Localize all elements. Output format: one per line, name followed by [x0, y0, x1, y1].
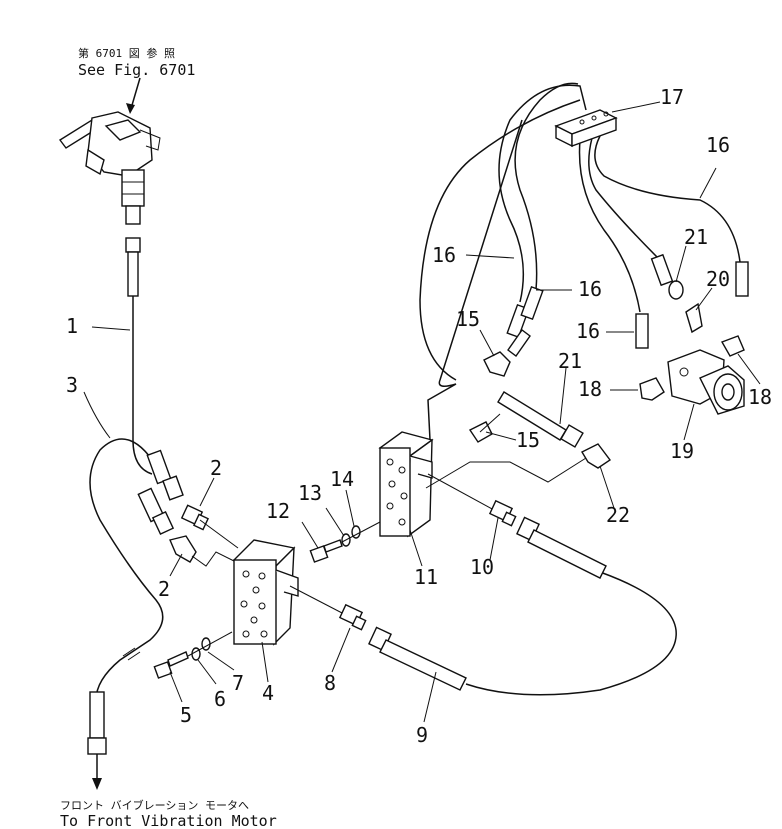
elbow-fitting-18-left — [639, 377, 665, 401]
hose-9-return-end — [516, 516, 607, 579]
elbow-fitting-2-lower — [169, 535, 197, 563]
callout-20: 20 — [706, 267, 730, 291]
bolt-12-axis-line — [341, 521, 381, 543]
elbow-fitting-18-right — [720, 335, 745, 357]
destination-note-japanese: フロント バイブレーション モータへ — [60, 798, 249, 812]
callout-5: 5 — [180, 703, 192, 727]
callout-7: 7 — [232, 671, 244, 695]
callout-22: 22 — [606, 503, 630, 527]
bolt-5 — [153, 651, 189, 679]
hose-16-end-d — [735, 261, 749, 297]
callout-6: 6 — [214, 687, 226, 711]
callout-9: 9 — [416, 723, 428, 747]
destination-note-english: To Front Vibration Motor — [60, 812, 277, 829]
callout-15-lower: 15 — [516, 428, 540, 452]
bolt-12 — [309, 539, 343, 563]
elbow-fitting-15-upper — [483, 351, 511, 377]
hose-16-bundle — [419, 82, 741, 441]
block-11-to-fitting-10-line — [427, 473, 495, 511]
callout-15-upper: 15 — [456, 307, 480, 331]
callout-18-right: 18 — [748, 385, 772, 409]
callout-21-upper: 21 — [684, 225, 708, 249]
hose-9 — [368, 571, 677, 696]
callout-18-left: 18 — [578, 377, 602, 401]
callout-16-a: 16 — [432, 243, 456, 267]
fitting-2-to-block-line — [199, 519, 239, 549]
callout-21-lower: 21 — [558, 349, 582, 373]
callout-8: 8 — [324, 671, 336, 695]
reference-arrowhead — [126, 103, 135, 114]
manifold-17 — [554, 109, 618, 148]
adapter-fitting-10 — [488, 499, 517, 527]
callout-2-upper: 2 — [210, 456, 222, 480]
elbow-15-lower-line — [479, 413, 501, 433]
elbow-fitting-22 — [581, 443, 612, 469]
callout-19: 19 — [670, 439, 694, 463]
reference-note-english: See Fig. 6701 — [78, 61, 195, 79]
callout-16-d: 16 — [706, 133, 730, 157]
callout-17: 17 — [660, 85, 684, 109]
hose-21-nut — [668, 280, 684, 300]
reference-note-japanese: 第 6701 図 参 照 — [78, 46, 175, 60]
bolt-5-axis-line — [187, 631, 233, 657]
block-4-to-fitting-8-line — [289, 585, 345, 615]
callout-10: 10 — [470, 555, 494, 579]
elbow-fitting-15-lower — [468, 421, 493, 443]
callout-14: 14 — [330, 467, 354, 491]
callout-16-b: 16 — [578, 277, 602, 301]
callout-16-c: 16 — [576, 319, 600, 343]
block-11-to-fitting-22-line — [425, 457, 587, 489]
hose-16-end-b — [520, 285, 544, 321]
valve-block-4 — [232, 539, 299, 646]
hose-21 — [497, 329, 584, 448]
vibration-motor-19 — [667, 349, 745, 415]
control-valve-assembly — [58, 111, 161, 225]
hose-1 — [125, 237, 153, 475]
callout-3: 3 — [66, 373, 78, 397]
callout-4: 4 — [262, 681, 274, 705]
callout-2-lower: 2 — [158, 577, 170, 601]
hose-3 — [87, 438, 164, 790]
fitting-2-lower-line — [191, 551, 237, 567]
leader-lines — [83, 101, 761, 723]
hose-16-end-c — [635, 313, 649, 349]
callout-13: 13 — [298, 481, 322, 505]
callout-12: 12 — [266, 499, 290, 523]
adapter-fitting-8 — [338, 603, 367, 631]
fitting-20 — [685, 302, 703, 334]
hose-ends-left — [137, 449, 184, 536]
valve-block-11 — [378, 431, 434, 538]
hose-21-end — [650, 253, 674, 287]
callout-11: 11 — [414, 565, 438, 589]
adapter-fitting-2-upper — [180, 504, 209, 531]
callout-1: 1 — [66, 314, 78, 338]
